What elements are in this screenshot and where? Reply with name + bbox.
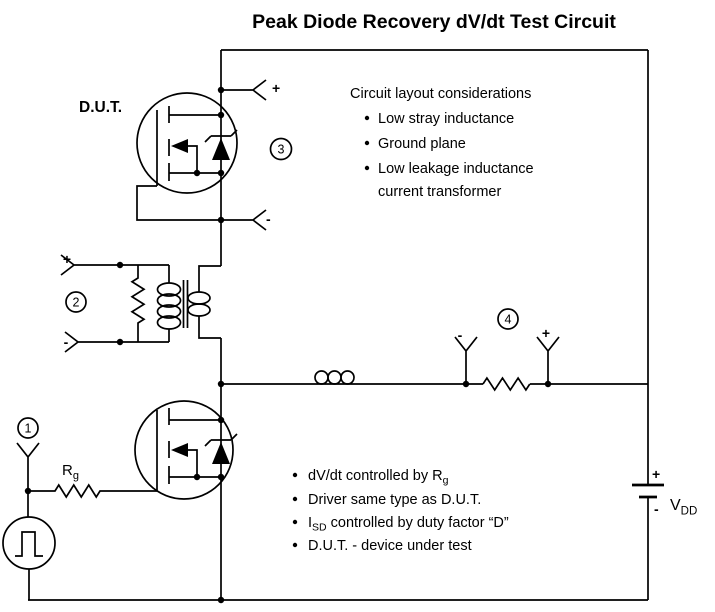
di-dt-line: - + 4 — [217, 308, 648, 392]
driver-mosfet-body-circle — [134, 400, 234, 500]
probe3-minus-terminal-icon — [221, 209, 267, 231]
callout-2-circle — [65, 291, 87, 313]
burden-resistor-icon — [130, 265, 146, 342]
gate-resistor-label: Rg — [62, 462, 79, 482]
callout-3-circle — [269, 137, 293, 161]
series-inductor-icon — [314, 370, 329, 385]
pulse-generator — [2, 491, 56, 600]
sense-resistor-icon — [482, 376, 531, 392]
outer-frame-wires — [28, 49, 649, 604]
probe2-plus-label: + — [63, 251, 71, 267]
gate-drive-network: 1 Rg — [2, 417, 157, 600]
driver-mosfet — [134, 400, 238, 500]
probe-pair-2-network: + - 2 — [60, 251, 169, 353]
test-note-item: D.U.T. - device under test — [308, 538, 472, 554]
layout-notes-heading: Circuit layout considerations — [350, 86, 531, 102]
gate-source-loop-wire — [136, 185, 221, 221]
dut-label: D.U.T. — [79, 99, 122, 116]
layout-note-item: Low stray inductance — [378, 111, 514, 127]
probe3-plus-terminal-icon — [221, 79, 267, 101]
layout-note-item-wrap: current transformer — [378, 184, 501, 200]
test-notes: dV/dt controlled by Rg Driver same type … — [292, 468, 509, 554]
bullet-icon — [292, 472, 298, 478]
bullet-icon — [292, 496, 298, 502]
callout-1-number: 1 — [25, 422, 32, 436]
vdd-battery: + - VDD — [632, 466, 697, 518]
bullet-icon — [364, 140, 370, 146]
probe2-plus-terminal-icon — [60, 254, 169, 276]
vdd-label: VDD — [670, 497, 697, 518]
test-note-item: dV/dt controlled by Rg — [308, 468, 449, 487]
dut-body-diode-icon — [204, 129, 238, 160]
layout-note-item: Low leakage inductance — [378, 161, 534, 177]
dut-mosfet-body-circle — [136, 92, 238, 194]
gate-resistor-icon — [28, 483, 157, 499]
transformer-core-icon — [182, 280, 189, 328]
dut-mosfet: D.U.T. — [79, 92, 238, 224]
probe3-plus-label: + — [272, 80, 280, 96]
current-transformer — [156, 265, 221, 342]
probe4-plus-terminal-icon — [536, 336, 560, 384]
probe4-plus-label: + — [542, 325, 550, 341]
probe4-minus-terminal-icon — [454, 336, 478, 384]
substrate-arrow-icon — [171, 139, 188, 153]
primary-winding-icon — [156, 282, 182, 297]
pulse-waveform-icon — [15, 531, 43, 557]
probe3-minus-label: - — [266, 211, 271, 227]
callout-4-circle — [497, 308, 519, 330]
callout-2-number: 2 — [73, 296, 80, 310]
test-note-item: Driver same type as D.U.T. — [308, 492, 481, 508]
battery-plus-label: + — [652, 466, 660, 482]
driver-body-diode-icon — [204, 433, 238, 464]
layout-note-item: Ground plane — [378, 136, 466, 152]
bullet-icon — [292, 519, 298, 525]
page-title: Peak Diode Recovery dV/dt Test Circuit — [252, 11, 616, 33]
bullet-icon — [364, 165, 370, 171]
probe4-minus-label: - — [458, 327, 463, 343]
probe2-minus-label: - — [64, 334, 69, 350]
probe1-terminal-icon — [16, 442, 40, 491]
callout-3-number: 3 — [278, 143, 285, 157]
callout-1-circle — [17, 417, 39, 439]
bullet-icon — [292, 542, 298, 548]
battery-minus-label: - — [654, 501, 659, 517]
probe-pair-3: + - 3 — [217, 79, 293, 231]
layout-notes: Circuit layout considerations Low stray … — [350, 86, 534, 200]
substrate-arrow-icon — [171, 443, 188, 457]
bullet-icon — [364, 115, 370, 121]
secondary-winding-icon — [187, 291, 211, 305]
probe2-minus-terminal-icon — [64, 331, 169, 353]
callout-4-number: 4 — [505, 313, 512, 327]
